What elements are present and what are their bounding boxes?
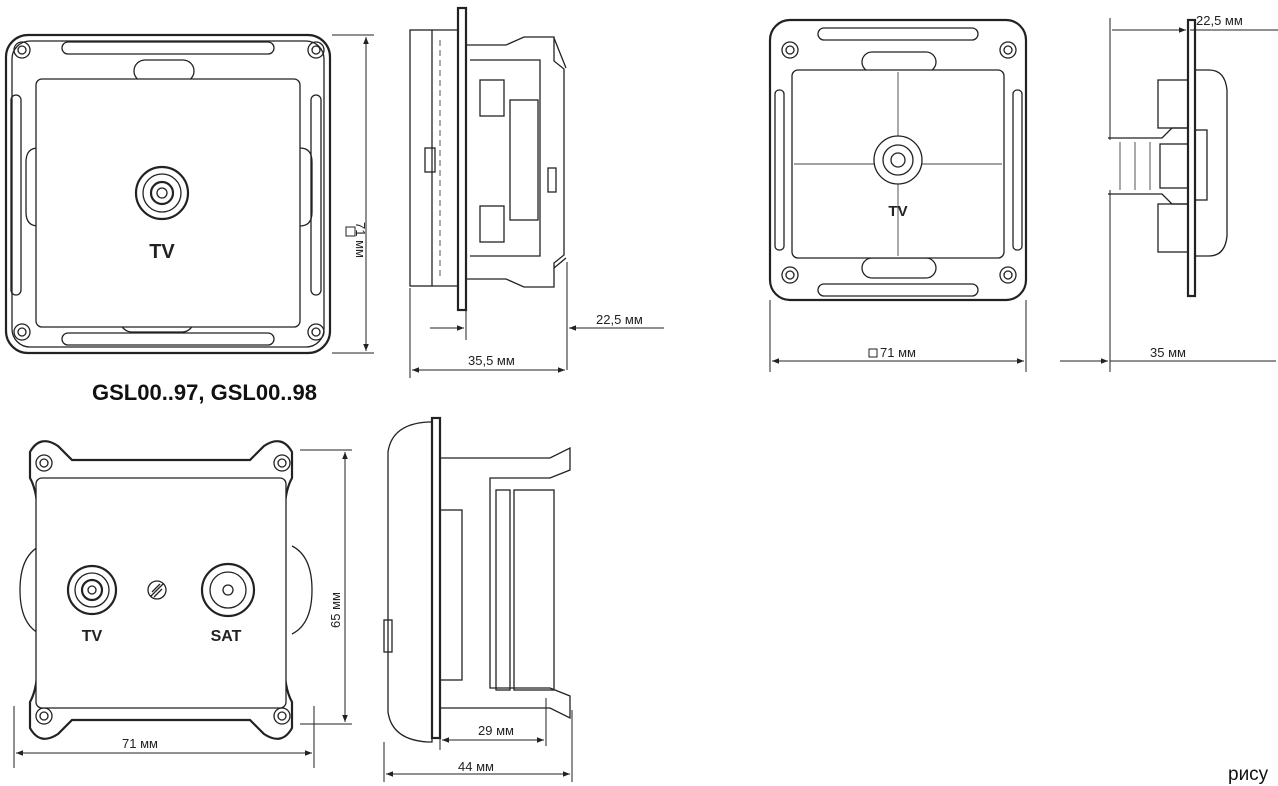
fig2-front-view xyxy=(768,18,1028,302)
fig2-width-dimension xyxy=(769,300,1027,372)
fig2-width-label: 71 мм xyxy=(880,345,916,360)
fig3-front-view xyxy=(19,440,313,740)
fig3-sat-label: SAT xyxy=(211,628,242,645)
fig2-side-view xyxy=(1108,18,1228,298)
fig2-depth-front-label: 22,5 мм xyxy=(1196,13,1243,28)
fig3-tv-label: TV xyxy=(82,628,103,645)
fig2-tv-label: TV xyxy=(888,203,907,220)
fig3-height-dimension xyxy=(300,449,352,725)
fig2-depth-total-label: 35 мм xyxy=(1150,345,1186,360)
fig1-depth-dimension-front xyxy=(430,262,664,370)
fig1-depth-front-label: 22,5 мм xyxy=(596,312,643,327)
fig3-depth-front-label: 29 мм xyxy=(478,723,514,738)
fig3-depth-dimension-total xyxy=(383,710,573,782)
model-title: GSL00..97, GSL00..98 xyxy=(92,380,318,405)
fig3-width-dimension xyxy=(13,706,315,768)
fig1-depth-total-label: 35,5 мм xyxy=(468,353,515,368)
fig3-depth-dimension-front xyxy=(439,698,547,750)
fig1-height-label: 71 мм xyxy=(353,222,368,258)
fig1-tv-label: TV xyxy=(149,241,175,263)
fig2-depth-dimension-total xyxy=(1060,190,1276,372)
fig2-depth-dimension-front xyxy=(1109,18,1278,140)
fig1-depth-dimension-total xyxy=(409,288,565,378)
fig1-front-view xyxy=(4,33,332,355)
fig3-depth-total-label: 44 мм xyxy=(458,759,494,774)
fig1-height-dimension xyxy=(332,34,374,354)
fig3-side-view xyxy=(383,416,571,743)
figure-caption: рису xyxy=(1228,764,1269,785)
fig1-side-view xyxy=(409,6,567,312)
fig3-height-label: 65 мм xyxy=(328,592,343,628)
fig3-width-label: 71 мм xyxy=(122,736,158,751)
